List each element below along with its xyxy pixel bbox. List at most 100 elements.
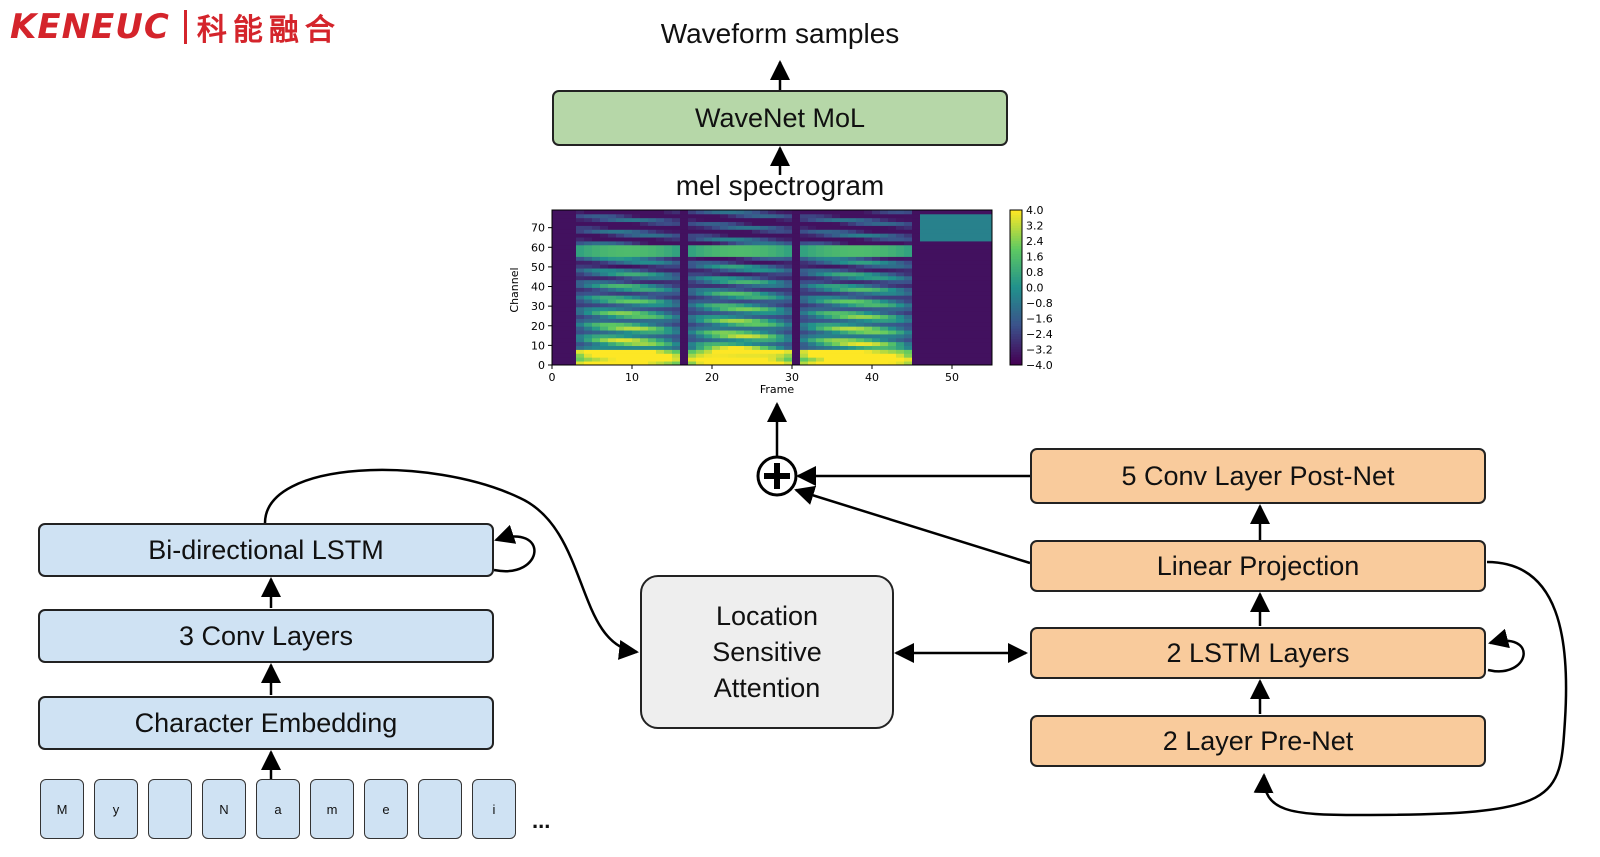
spectrogram-cell [832, 287, 841, 292]
spectrogram-cell [792, 303, 801, 308]
spectrogram-cell [856, 345, 865, 350]
spectrogram-cell [688, 272, 697, 277]
spectrogram-cell [888, 256, 897, 261]
spectrogram-cell [656, 357, 665, 362]
spectrogram-cell [728, 272, 737, 277]
spectrogram-cell [952, 353, 961, 358]
colorbar-segment [1010, 225, 1022, 229]
spectrogram-cell [848, 268, 857, 273]
spectrogram-cell [640, 260, 649, 265]
spectrogram-cell [720, 248, 729, 254]
spectrogram-cell [680, 337, 689, 343]
spectrogram-cell [760, 287, 769, 292]
spectrogram-cell [960, 252, 969, 257]
spectrogram-cell [960, 295, 969, 300]
spectrogram-cell [664, 217, 673, 223]
spectrogram-cell [864, 213, 873, 219]
spectrogram-cell [792, 287, 801, 292]
spectrogram-cell [800, 318, 809, 323]
spectrogram-cell [792, 210, 801, 215]
spectrogram-cell [640, 256, 649, 261]
spectrogram-cell [792, 337, 801, 343]
spectrogram-cell [744, 357, 753, 362]
spectrogram-cell [624, 272, 633, 277]
spectrogram-cell [872, 210, 881, 215]
spectrogram-cell [632, 244, 641, 250]
spectrogram-cell [552, 233, 561, 238]
spectrogram-cell [808, 260, 817, 265]
spectrogram-cell [832, 256, 841, 261]
spectrogram-cell [552, 272, 561, 277]
spectrogram-cell [920, 287, 929, 292]
spectrogram-cell [704, 244, 713, 250]
spectrogram-cell [704, 341, 713, 347]
spectrogram-cell [928, 252, 937, 257]
spectrogram-cell [744, 306, 753, 312]
spectrogram-cell [592, 272, 601, 277]
spectrogram-cell [568, 337, 577, 343]
spectrogram-cell [864, 221, 873, 226]
spectrogram-cell [568, 334, 577, 339]
spectrogram-cell [864, 241, 873, 246]
colorbar-segment [1010, 292, 1022, 296]
spectrogram-cell [560, 210, 569, 215]
spectrogram-cell [944, 318, 953, 323]
spectrogram-cell [808, 310, 817, 316]
spectrogram-cell [928, 361, 937, 366]
spectrogram-cell [608, 252, 617, 257]
spectrogram-cell [680, 225, 689, 230]
spectrogram-cell [848, 244, 857, 250]
character-token: y [94, 779, 138, 839]
spectrogram-cell [976, 229, 985, 234]
spectrogram-cell [872, 322, 881, 327]
decoder-lstm-block: 2 LSTM Layers [1030, 627, 1486, 679]
spectrogram-cell [984, 256, 993, 261]
spectrogram-cell [968, 291, 977, 296]
spectrogram-cell [704, 357, 713, 362]
spectrogram-cell [736, 248, 745, 254]
spectrogram-cell [728, 260, 737, 265]
spectrogram-cell [664, 326, 673, 331]
spectrogram-cell [792, 248, 801, 254]
spectrogram-cell [640, 287, 649, 292]
spectrogram-cell [920, 225, 929, 230]
spectrogram-cell [960, 318, 969, 323]
spectrogram-cell [768, 268, 777, 273]
spectrogram-cell [768, 272, 777, 277]
spectrogram-cell [984, 268, 993, 273]
spectrogram-cell [616, 225, 625, 230]
spectrogram-cell [928, 353, 937, 358]
spectrogram-cell [960, 345, 969, 350]
spectrogram-cell [696, 334, 705, 339]
spectrogram-cell [880, 241, 889, 246]
spectrogram-cell [944, 337, 953, 343]
spectrogram-cell [920, 244, 929, 250]
spectrogram-cell [752, 264, 761, 269]
spectrogram-cell [648, 221, 657, 226]
spectrogram-cell [816, 264, 825, 269]
spectrogram-cell [728, 248, 737, 254]
spectrogram-cell [944, 268, 953, 273]
spectrogram-cell [616, 213, 625, 219]
character-token: M [40, 779, 84, 839]
spectrogram-cell [856, 299, 865, 304]
spectrogram-cell [752, 345, 761, 350]
spectrogram-cell [576, 337, 585, 343]
attention-line-2: Sensitive [712, 637, 822, 667]
spectrogram-cell [784, 299, 793, 304]
spectrogram-cell [808, 341, 817, 347]
spectrogram-cell [816, 279, 825, 285]
spectrogram-cell [560, 337, 569, 343]
spectrogram-cell [840, 314, 849, 319]
spectrogram-cell [784, 322, 793, 327]
spectrogram-cell [744, 237, 753, 242]
spectrogram-cell [952, 361, 961, 366]
spectrogram-cell [672, 322, 681, 327]
spectrogram-cell [600, 361, 609, 366]
spectrogram-cell [920, 229, 929, 234]
spectrogram-cell [672, 295, 681, 300]
spectrogram-cell [656, 210, 665, 215]
spectrogram-cell [704, 248, 713, 254]
spectrogram-cell [656, 279, 665, 285]
spectrogram-cell [632, 314, 641, 319]
